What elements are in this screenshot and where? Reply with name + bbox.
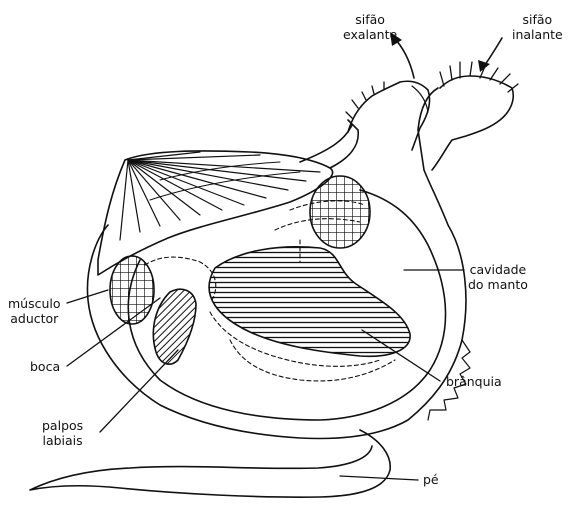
label-mouth-text: boca: [30, 359, 60, 374]
label-foot-text: pé: [423, 472, 439, 487]
label-siphon-inhalant: sifão inalante: [512, 12, 563, 42]
label-adductor-muscle: músculo aductor: [8, 296, 61, 326]
inhalant-siphon: [432, 76, 513, 170]
label-mantle-cavity-line2: do manto: [468, 277, 528, 292]
label-adductor-muscle-line1: músculo: [8, 296, 61, 311]
posterior-adductor: [310, 176, 370, 248]
label-labial-palps: palpos labiais: [42, 418, 83, 448]
label-siphon-exhalant: sifão exalante: [343, 12, 397, 42]
label-gill-text: brânquia: [446, 374, 502, 389]
label-foot: pé: [423, 472, 439, 487]
exhalant-siphon: [348, 81, 430, 150]
label-adductor-muscle-line2: aductor: [8, 311, 61, 326]
gill-shape: [209, 247, 410, 356]
exhalant-arrow: [394, 38, 414, 78]
label-siphon-inhalant-line1: sifão: [512, 12, 563, 27]
label-siphon-exhalant-line2: exalante: [343, 27, 397, 42]
labial-palps: [153, 289, 196, 364]
label-siphon-inhalant-line2: inalante: [512, 27, 563, 42]
label-labial-palps-line1: palpos: [42, 418, 83, 433]
shell-ribs: [120, 152, 320, 240]
label-labial-palps-line2: labiais: [42, 433, 83, 448]
foot-outline: [30, 430, 390, 497]
label-gill: brânquia: [446, 374, 502, 389]
label-mouth: boca: [30, 359, 60, 374]
label-mantle-cavity-line1: cavidade: [468, 262, 528, 277]
label-siphon-exhalant-line1: sifão: [343, 12, 397, 27]
label-mantle-cavity: cavidade do manto: [468, 262, 528, 292]
inhalant-arrow: [484, 38, 502, 66]
anterior-adductor: [110, 256, 154, 324]
